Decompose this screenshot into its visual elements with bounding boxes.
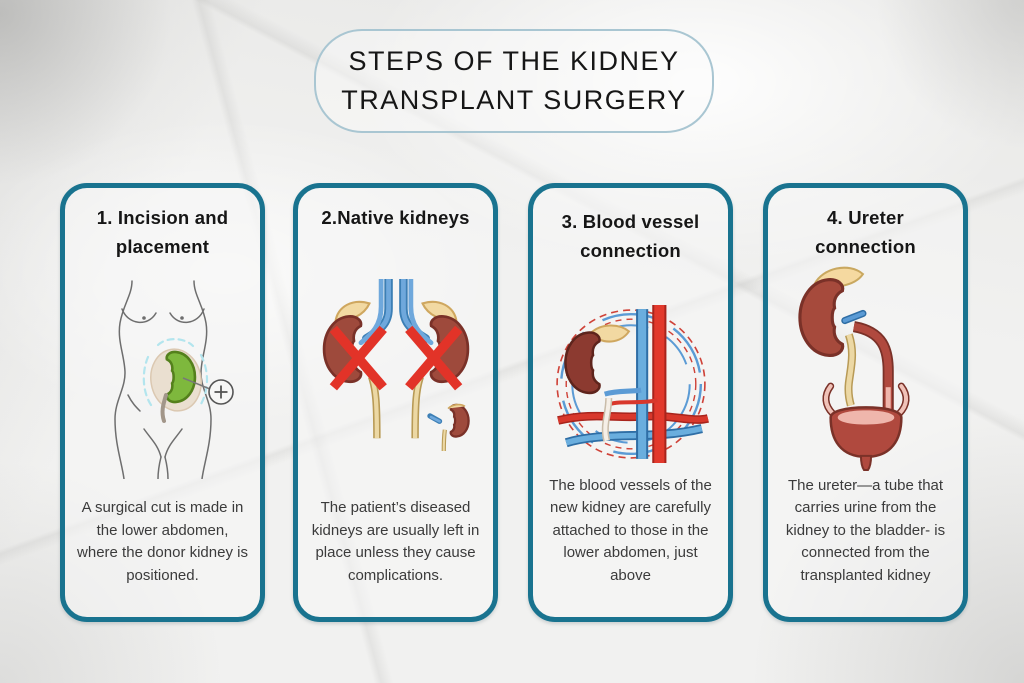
torso-with-donor-kidney-icon	[71, 261, 254, 497]
card-4-description: The ureter—a tube that carries urine fro…	[785, 476, 946, 584]
crossed-out-native-kidneys-icon	[304, 233, 487, 497]
card-incision-placement: 1. Incision and placement	[60, 183, 265, 622]
card-1-title: 1. Incision and placement	[97, 204, 229, 261]
card-3-description: The blood vessels of the new kidney are …	[549, 476, 712, 584]
card-2-title: 2.Native kidneys	[321, 204, 469, 233]
card-4-title-line2: connection	[815, 235, 916, 257]
card-2-title-line1: 2.Native kidneys	[321, 207, 470, 228]
card-3-title-line1: 3. Blood vessel	[561, 211, 700, 232]
card-1-description: A surgical cut is made in the lower abdo…	[77, 499, 248, 584]
card-ureter-connection: 4. Ureter connection The ureter—a tube t…	[763, 183, 968, 622]
card-1-title-line2: placement	[115, 235, 210, 257]
infographic-title: STEPS OF THE KIDNEY TRANSPLANT SURGERY	[314, 29, 714, 133]
card-3-title-line2: connection	[580, 239, 681, 261]
title-line-2: TRANSPLANT SURGERY	[341, 85, 687, 115]
card-4-title: 4. Ureter connection	[815, 204, 916, 261]
card-native-kidneys: 2.Native kidneys	[293, 183, 498, 622]
kidney-ureter-bladder-icon	[774, 261, 957, 474]
card-4-title-line1: 4. Ureter	[827, 207, 904, 228]
card-2-description: The patient’s diseased kidneys are usual…	[311, 499, 480, 584]
card-3-title: 3. Blood vessel connection	[533, 208, 728, 265]
title-line-1: STEPS OF THE KIDNEY	[348, 45, 680, 76]
kidney-vessel-anastomosis-icon	[539, 294, 722, 475]
card-1-title-line1: 1. Incision and	[96, 207, 229, 228]
card-blood-vessel-connection: 3. Blood vessel connection The bl	[528, 183, 733, 622]
